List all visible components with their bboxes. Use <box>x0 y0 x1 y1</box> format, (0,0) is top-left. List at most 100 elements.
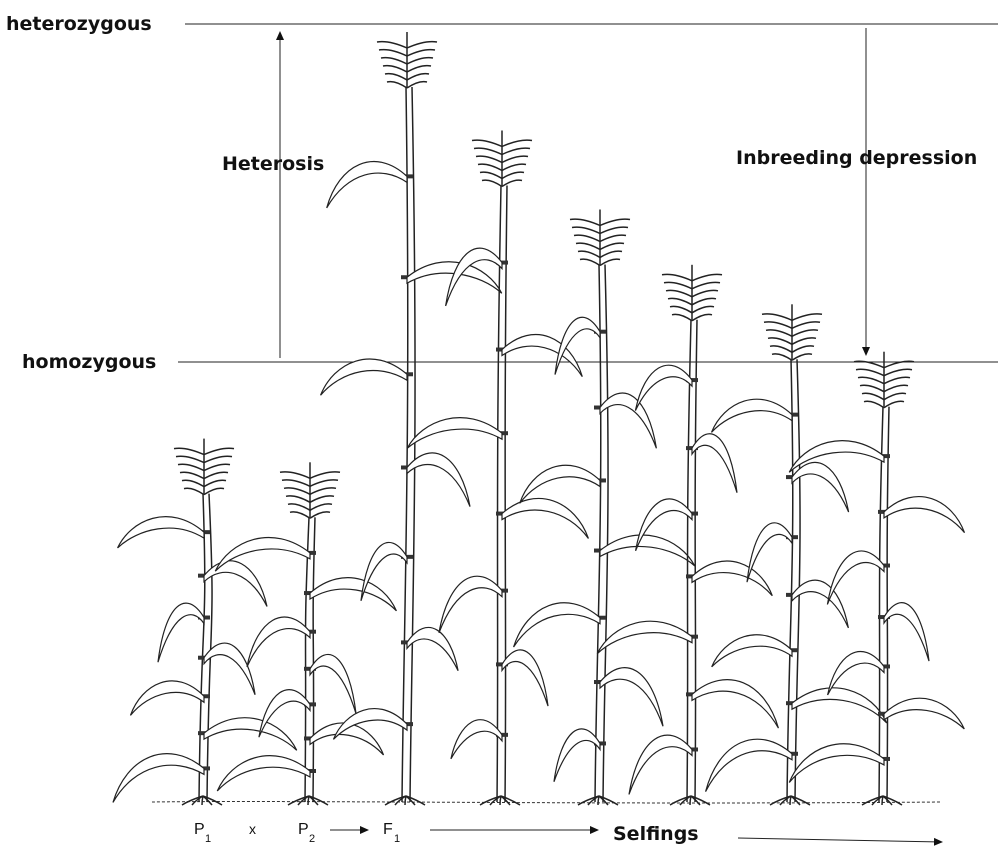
maize-leaf <box>792 688 887 723</box>
tassel-branch <box>288 504 310 510</box>
maize-leaf <box>692 680 778 729</box>
maize-leaf <box>130 681 204 715</box>
tassel-branch <box>884 377 910 383</box>
maize-leaf <box>502 650 548 706</box>
tassel-branch <box>600 259 620 265</box>
tassel-branch <box>204 456 232 462</box>
plant-root <box>202 796 203 805</box>
tassel-branch <box>502 148 530 154</box>
tassel-branch <box>692 290 718 296</box>
tassel-branch <box>310 504 332 510</box>
tassel-branch <box>502 140 532 146</box>
heterosis-label: Heterosis <box>222 153 324 175</box>
p1-label: P 1 <box>194 821 211 845</box>
tassel-branch <box>482 180 502 186</box>
plant-root <box>501 796 520 805</box>
plant-root <box>598 796 599 805</box>
tassel-branch <box>310 496 334 502</box>
tassel-branch <box>860 385 884 391</box>
maize-leaf <box>204 561 267 607</box>
tassel-branch <box>692 274 722 280</box>
p1-letter: P <box>194 821 205 838</box>
tassel-branch <box>600 219 630 225</box>
tassel-branch <box>407 82 427 88</box>
selfings-arrow <box>738 838 942 842</box>
maize-leaf <box>692 434 737 493</box>
tassel-branch <box>600 251 622 257</box>
tassel-branch <box>290 512 310 518</box>
tassel-branch <box>570 219 600 225</box>
tassel-branch <box>383 66 407 72</box>
maize-leaf <box>247 617 310 667</box>
plant-stem <box>497 186 501 803</box>
plant-stem-edge <box>603 265 608 803</box>
homozygous-label: homozygous <box>22 351 156 373</box>
tassel-branch <box>176 456 204 462</box>
tassel-branch <box>284 488 310 494</box>
tassel-branch <box>692 314 712 320</box>
maize-leaf <box>635 365 692 410</box>
plant-root <box>309 796 328 805</box>
tassel-branch <box>792 314 822 320</box>
tassel-branch <box>792 322 820 328</box>
tassel-branch <box>884 401 904 407</box>
tassel-branch <box>184 488 204 494</box>
maize-leaf <box>204 643 255 695</box>
tassel-branch <box>204 464 230 470</box>
maize-leaf <box>520 465 600 503</box>
f1-subscript: 1 <box>394 833 400 845</box>
tassel-branch <box>884 369 912 375</box>
maize-leaf <box>600 535 695 566</box>
tassel-branch <box>864 401 884 407</box>
maize-leaf <box>217 756 310 791</box>
tassel-branch <box>792 346 814 352</box>
maize-leaf <box>158 603 204 662</box>
plant-root <box>882 796 883 805</box>
tassel-branch <box>576 243 600 249</box>
tassel-branch <box>476 156 502 162</box>
maize-plant-p2 <box>215 462 396 805</box>
tassel-branch <box>502 172 524 178</box>
plant-root <box>500 796 501 805</box>
tassel-branch <box>572 227 600 233</box>
plant-root <box>406 796 425 805</box>
plant-root <box>599 796 618 805</box>
tassel-branch <box>407 66 431 72</box>
maize-leaf <box>407 453 470 507</box>
tassel-branch <box>792 330 818 336</box>
plant-root <box>791 796 810 805</box>
maize-leaf <box>407 627 458 670</box>
tassel-branch <box>858 377 884 383</box>
maize-plant-p1 <box>113 439 297 805</box>
tassel-branch <box>286 496 310 502</box>
maize-leaf <box>600 668 663 727</box>
maize-leaf <box>884 603 929 661</box>
tassel-branch <box>381 58 407 64</box>
maize-leaf <box>884 497 965 533</box>
plant-stem <box>787 359 793 802</box>
maize-leaf <box>204 718 297 751</box>
tassel-branch <box>174 448 204 454</box>
p2-subscript: 2 <box>309 833 315 845</box>
tassel-branch <box>407 58 433 64</box>
f1-letter: F <box>383 821 393 838</box>
tassel-branch <box>480 172 502 178</box>
tassel-branch <box>672 314 692 320</box>
maize-leaf <box>711 399 792 432</box>
tassel-branch <box>666 290 692 296</box>
plant-stem-edge <box>695 320 697 802</box>
maize-leaf <box>310 578 396 611</box>
plant-stem-edge <box>505 186 507 803</box>
tassel-branch <box>574 235 600 241</box>
tassel-branch <box>770 346 792 352</box>
tassel-branch <box>862 393 884 399</box>
plant-stem <box>305 517 309 802</box>
maize-leaf <box>554 729 600 782</box>
tassel-branch <box>692 282 720 288</box>
tassel-branch <box>772 354 792 360</box>
ground-line <box>152 802 940 803</box>
maize-leaf <box>789 744 884 783</box>
maize-leaf <box>118 517 204 548</box>
tassel-branch <box>764 322 792 328</box>
